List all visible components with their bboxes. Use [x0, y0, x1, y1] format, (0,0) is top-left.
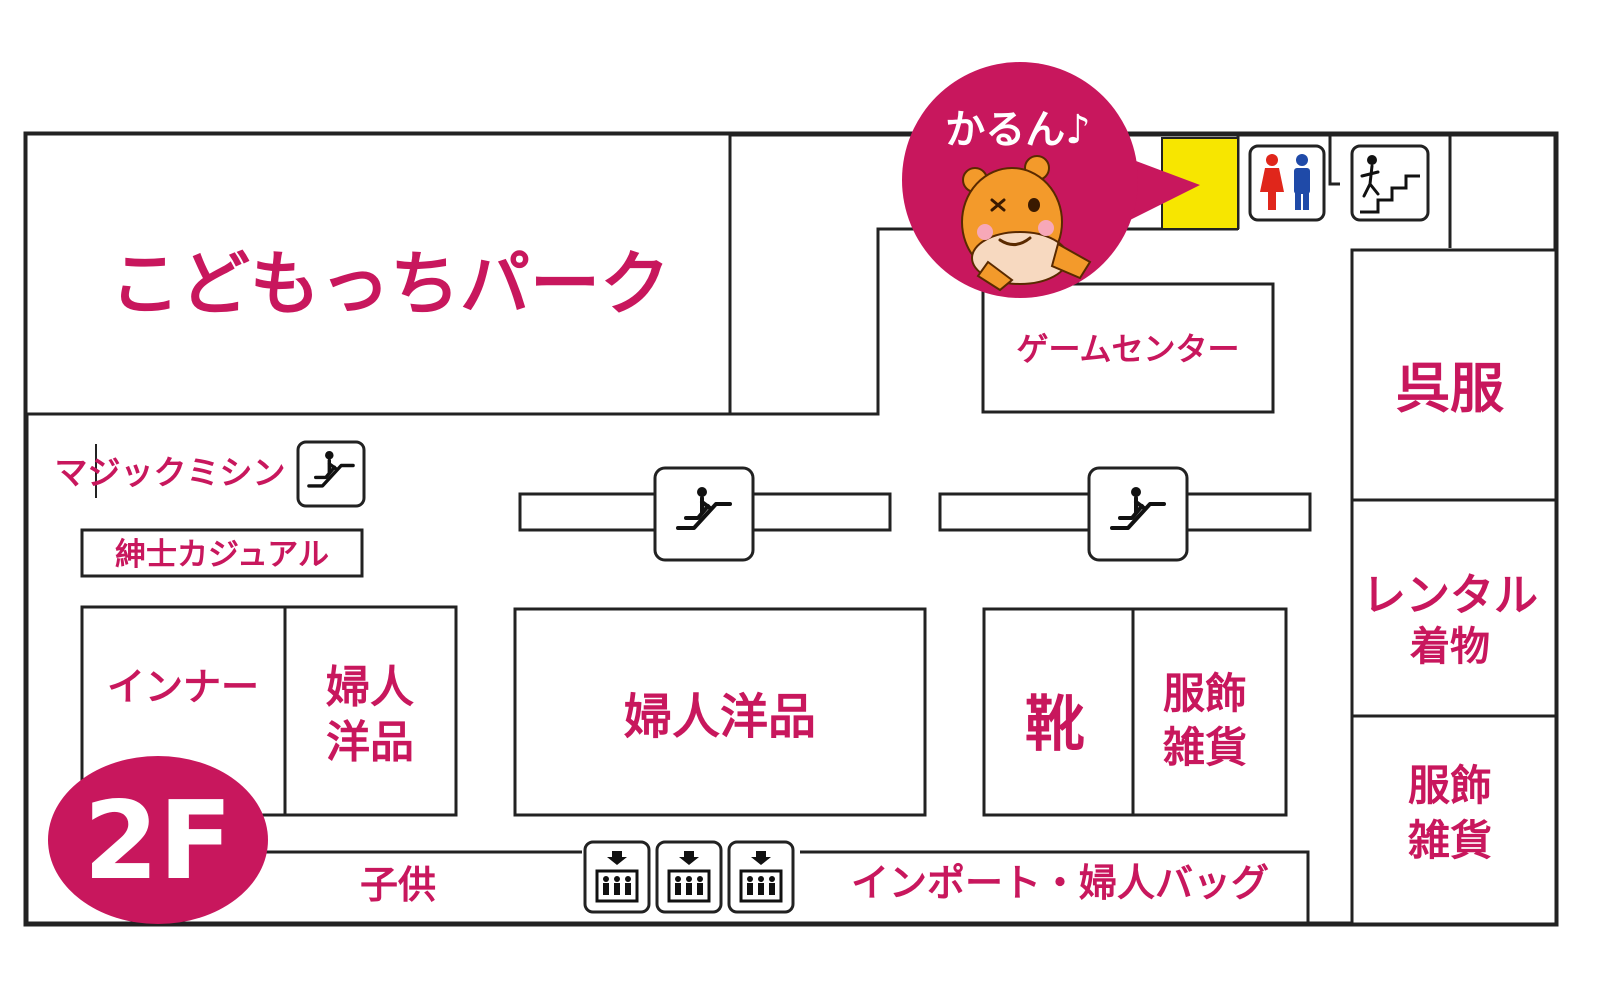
- elevator-icon[interactable]: [583, 840, 651, 914]
- escalator-icon[interactable]: [653, 466, 755, 562]
- wall-import-top: [800, 850, 1310, 924]
- store-block-mid: [982, 607, 1288, 817]
- hippo-mascot-icon: [961, 155, 1092, 292]
- store-label-ladies-small-1[interactable]: 婦人: [326, 662, 414, 713]
- escalator-icon[interactable]: [296, 440, 366, 508]
- store-label-rental-1: レンタル: [1362, 570, 1538, 621]
- store-label-accessories-mid-2[interactable]: 雑貨: [1162, 723, 1247, 772]
- store-label-mens-casual: 紳士カジュアル: [115, 537, 329, 573]
- escalator-icon[interactable]: [1087, 466, 1189, 562]
- store-label-kids-park: こどもっちパーク: [110, 243, 670, 325]
- store-kimono[interactable]: [1350, 248, 1558, 502]
- store-label-accessories-right-1: 服飾: [1408, 761, 1492, 810]
- store-label-inner[interactable]: インナー: [107, 665, 259, 709]
- store-label-magic-mishin[interactable]: マジックミシン: [55, 453, 286, 492]
- store-label-import-bags[interactable]: インポート・婦人バッグ: [851, 861, 1269, 905]
- store-label-accessories-mid-1[interactable]: 服飾: [1163, 669, 1247, 718]
- store-label-ladies-small-2[interactable]: 洋品: [326, 717, 414, 768]
- wall-restroom: [1328, 134, 1340, 186]
- restroom-icon[interactable]: [1248, 144, 1326, 222]
- store-label-shoes[interactable]: 靴: [1025, 690, 1085, 760]
- stairs-icon[interactable]: [1350, 144, 1430, 222]
- store-game-center[interactable]: [981, 282, 1275, 414]
- store-mens-casual[interactable]: [80, 528, 364, 578]
- store-label-accessories-right-2: 雑貨: [1407, 816, 1492, 865]
- store-label-game-center: ゲームセンター: [1016, 330, 1239, 368]
- store-label-rental-2: 着物: [1410, 624, 1490, 670]
- floor-badge: 2F: [48, 756, 268, 924]
- floor-badge-label: 2F: [84, 779, 233, 904]
- elevator-icon[interactable]: [727, 840, 795, 914]
- store-kids-park[interactable]: [24, 132, 732, 416]
- store-ladies-main[interactable]: [513, 607, 927, 817]
- store-accessories-right[interactable]: [1350, 714, 1558, 926]
- store-rental-kimono[interactable]: [1350, 498, 1558, 718]
- speech-bubble-text: かるん♪: [945, 107, 1091, 153]
- store-label-ladies-main: 婦人洋品: [624, 689, 816, 745]
- store-label-kimono: 呉服: [1396, 357, 1504, 420]
- elevator-icon[interactable]: [655, 840, 723, 914]
- store-label-kids[interactable]: 子供: [360, 863, 436, 907]
